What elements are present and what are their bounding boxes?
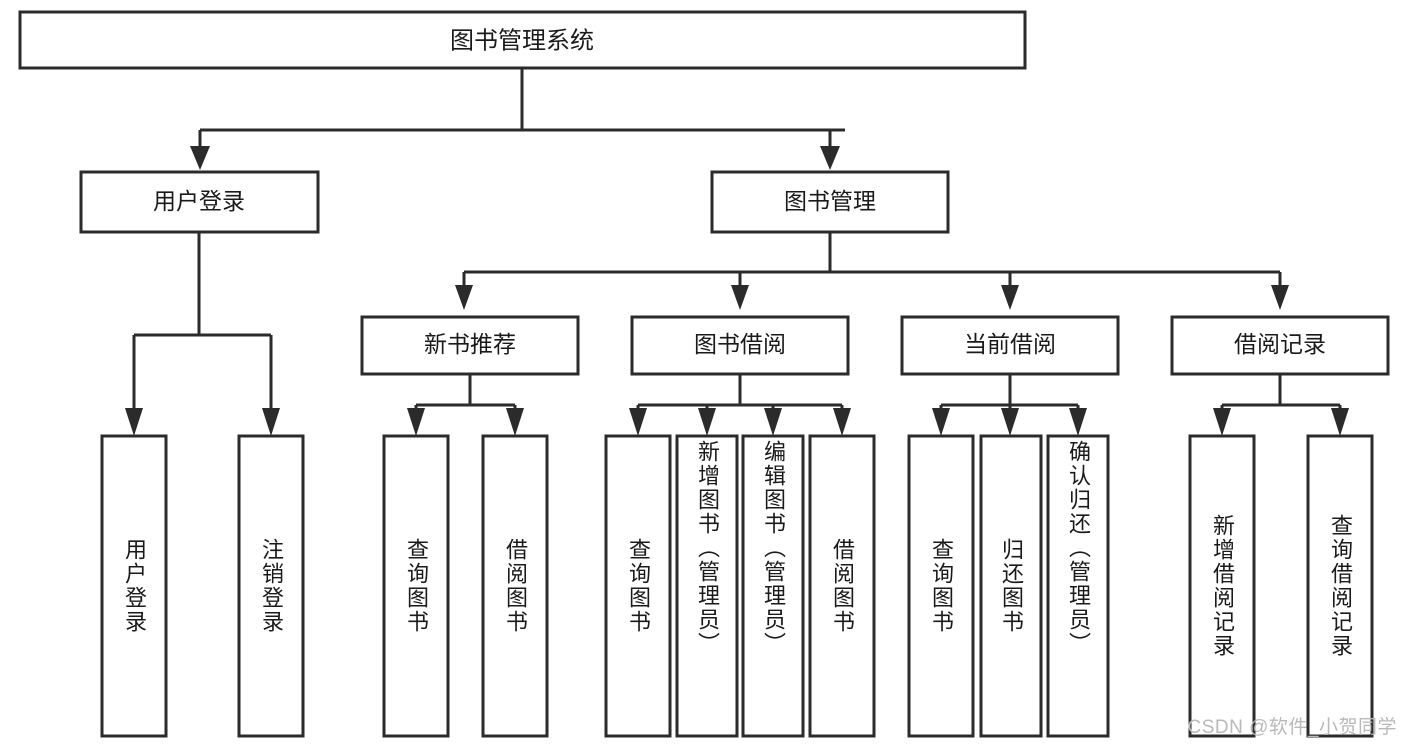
node-root-system[interactable]: 图书管理系统 xyxy=(18,10,1027,70)
arrow-head-icon xyxy=(764,408,782,436)
node-current-borrow[interactable]: 当前借阅 xyxy=(900,315,1120,376)
connector-book-management-to-level3 xyxy=(455,232,1289,310)
node-borrow-record-label: 借阅记录 xyxy=(1234,331,1326,357)
leaf-box-current-borrow-0[interactable] xyxy=(907,434,975,738)
node-book-borrow-label: 图书借阅 xyxy=(694,331,786,357)
leaf-box-user-login-1[interactable] xyxy=(237,434,305,738)
node-borrow-record[interactable]: 借阅记录 xyxy=(1170,315,1390,376)
node-user-login-box xyxy=(79,170,320,234)
connector-root-to-level2 xyxy=(190,68,845,170)
leaf-box-user-login-0[interactable] xyxy=(100,434,168,738)
leaf-box-book-borrow-0[interactable] xyxy=(604,434,672,738)
arrow-head-icon xyxy=(1001,408,1019,436)
arrow-head-icon xyxy=(506,408,524,436)
connector-user-login-to-leaves xyxy=(125,232,280,436)
arrow-head-icon xyxy=(698,408,716,436)
connector-book-borrow-to-leaves xyxy=(629,374,851,436)
csdn-watermark: CSDN @软件_小贺同学 xyxy=(1187,717,1397,738)
leaf-box-new-book-1[interactable] xyxy=(481,434,549,738)
arrow-head-icon xyxy=(932,408,950,436)
leaf-box-new-book-0[interactable] xyxy=(382,434,450,738)
arrow-head-icon xyxy=(1001,285,1019,310)
arrow-head-icon xyxy=(1213,408,1231,436)
connector-new-book-to-leaves xyxy=(407,374,524,436)
leaf-box-book-borrow-2[interactable] xyxy=(741,434,805,738)
leaf-box-current-borrow-2[interactable] xyxy=(1046,434,1110,738)
node-new-book-recommend[interactable]: 新书推荐 xyxy=(360,315,580,376)
arrow-head-icon xyxy=(820,146,840,170)
leaf-box-borrow-record-0[interactable] xyxy=(1188,434,1256,738)
connector-current-borrow-to-leaves xyxy=(932,374,1087,436)
arrow-head-icon xyxy=(407,408,425,436)
arrow-head-icon xyxy=(455,285,473,310)
node-book-management-label: 图书管理 xyxy=(784,188,876,214)
connector-borrow-record-to-leaves xyxy=(1213,374,1349,436)
node-current-borrow-label: 当前借阅 xyxy=(964,331,1056,357)
node-user-login[interactable]: 用户登录 xyxy=(79,170,320,234)
arrow-head-icon xyxy=(629,408,647,436)
node-root-label: 图书管理系统 xyxy=(450,27,594,54)
arrow-head-icon xyxy=(1271,285,1289,310)
node-user-login-label: 用户登录 xyxy=(153,188,245,214)
node-root-box xyxy=(18,10,1027,70)
node-new-book-recommend-label: 新书推荐 xyxy=(424,331,516,357)
arrow-head-icon xyxy=(833,408,851,436)
arrow-head-icon xyxy=(262,408,280,436)
node-new-book-recommend-box xyxy=(360,315,580,376)
leaf-box-book-borrow-1[interactable] xyxy=(675,434,739,738)
leaf-box-borrow-record-1[interactable] xyxy=(1306,434,1374,738)
arrow-head-icon xyxy=(190,146,210,170)
arrow-head-icon xyxy=(1331,408,1349,436)
arrow-head-icon xyxy=(1069,408,1087,436)
arrow-head-icon xyxy=(125,408,143,436)
node-book-borrow[interactable]: 图书借阅 xyxy=(630,315,850,376)
leaf-box-current-borrow-1[interactable] xyxy=(979,434,1043,738)
arrow-head-icon xyxy=(731,285,749,310)
node-book-management[interactable]: 图书管理 xyxy=(710,170,950,234)
leaf-box-book-borrow-3[interactable] xyxy=(808,434,876,738)
node-current-borrow-box xyxy=(900,315,1120,376)
